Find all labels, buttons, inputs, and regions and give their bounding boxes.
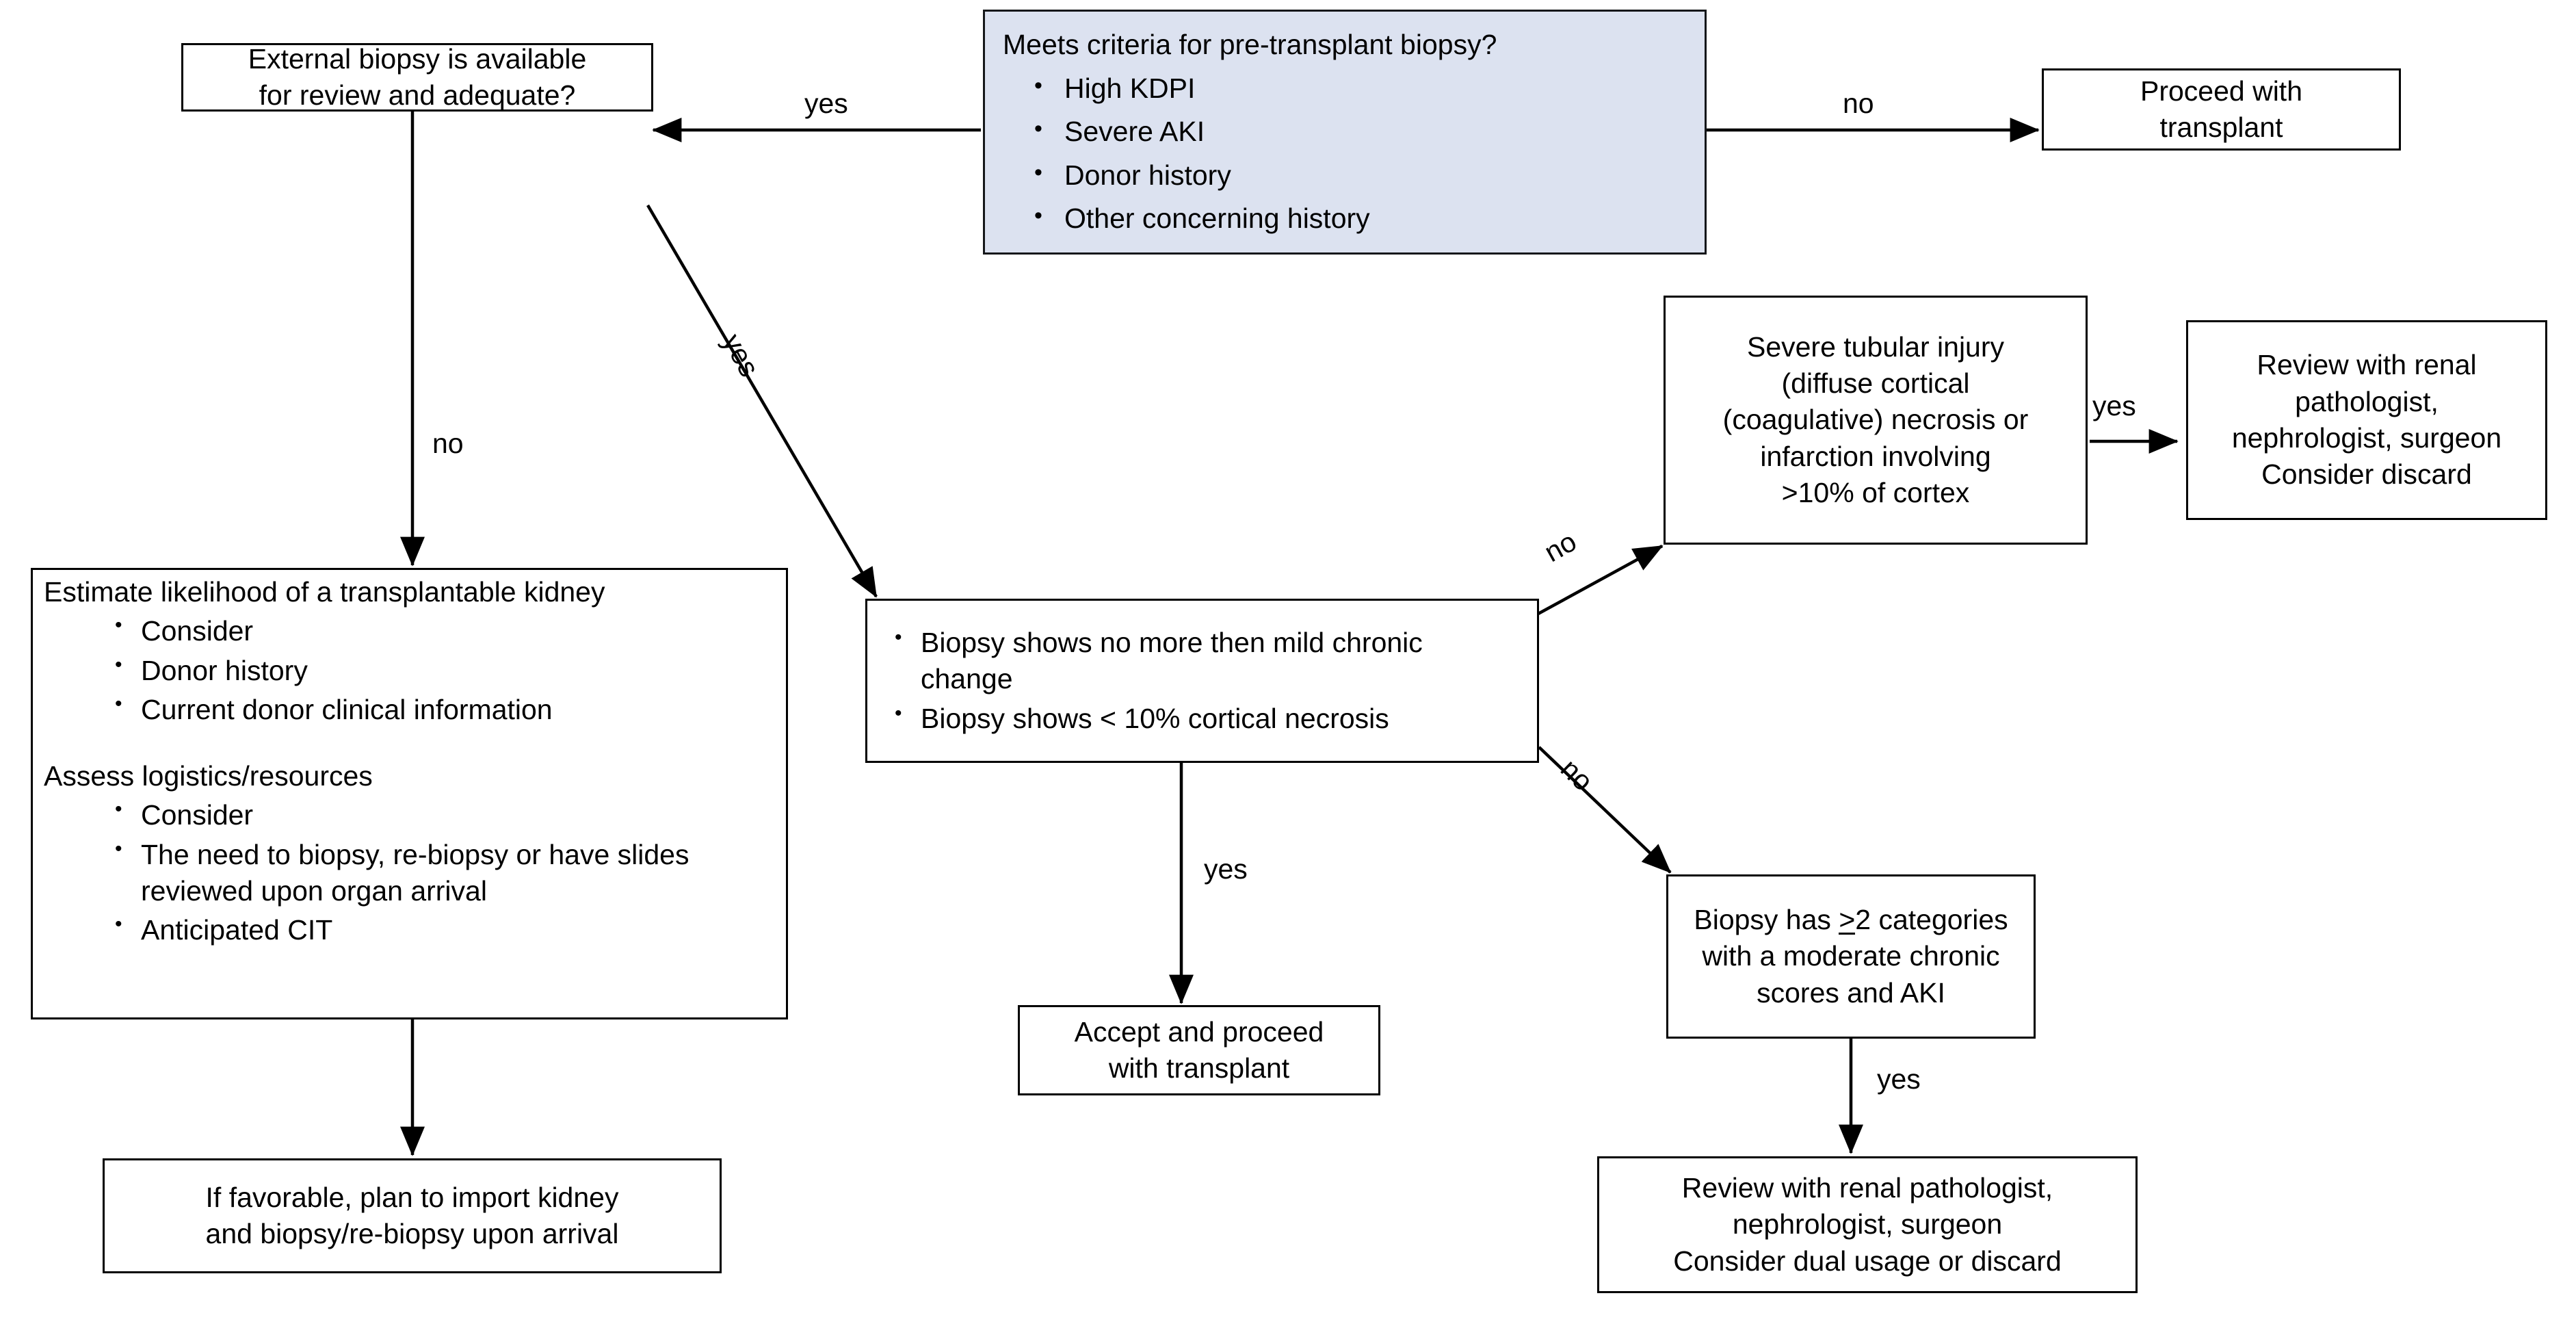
estimate-bullets-2: Consider The need to biopsy, re-biopsy o… <box>33 796 786 950</box>
criteria-bullet-item: Other concerning history <box>985 197 1370 240</box>
criteria-title: Meets criteria for pre-transplant biopsy… <box>1003 28 1497 60</box>
accept-line1: Accept and proceed <box>1074 1015 1324 1048</box>
proceed-line1: Proceed with <box>2140 75 2302 107</box>
edge-label-findings-no-up: no <box>1539 525 1582 569</box>
edge-label-categories-yes: yes <box>1877 1063 1921 1095</box>
node-import-kidney[interactable]: If favorable, plan to import kidney and … <box>103 1158 722 1273</box>
edge-label-criteria-yes: yes <box>804 88 848 119</box>
node-review-consider-discard[interactable]: Review with renal pathologist, nephrolog… <box>2186 320 2547 520</box>
review-discard-line1: Review with renal <box>2257 349 2477 381</box>
criteria-bullet-item: Severe AKI <box>985 110 1370 153</box>
review-dual-line2: nephrologist, surgeon <box>1732 1208 2003 1240</box>
edge-label-findings-no-down: no <box>1555 753 1599 797</box>
categories-line1: Biopsy has >2 categories <box>1681 902 2021 938</box>
node-two-or-more-categories[interactable]: Biopsy has >2 categories with a moderate… <box>1666 874 2036 1039</box>
review-dual-line1: Review with renal pathologist, <box>1681 1172 2053 1204</box>
edge-findings-no-down <box>1538 746 1672 874</box>
node-accept-and-proceed[interactable]: Accept and proceed with transplant <box>1018 1005 1380 1095</box>
edge-label-external-no: no <box>432 428 464 459</box>
edge-external-yes <box>646 204 878 598</box>
review-discard-line4: Consider discard <box>2261 458 2472 491</box>
edge-label-criteria-no: no <box>1843 88 1874 119</box>
estimate-bullet-item: Consider <box>33 796 786 835</box>
categories-line2: with a moderate chronic <box>1702 940 2000 972</box>
node-review-dual-usage[interactable]: Review with renal pathologist, nephrolog… <box>1597 1156 2138 1293</box>
node-external-biopsy[interactable]: External biopsy is available for review … <box>181 43 653 112</box>
import-line1: If favorable, plan to import kidney <box>205 1181 619 1213</box>
criteria-bullet-item: Donor history <box>985 154 1370 197</box>
node-meets-criteria[interactable]: Meets criteria for pre-transplant biopsy… <box>983 10 1707 255</box>
review-dual-line3: Consider dual usage or discard <box>1673 1245 2062 1277</box>
node-proceed-with-transplant[interactable]: Proceed with transplant <box>2042 68 2401 151</box>
categories-line1-pre: Biopsy has <box>1694 904 1839 936</box>
estimate-bullet-item: The need to biopsy, re-biopsy or have sl… <box>33 835 786 911</box>
criteria-bullet-item: High KDPI <box>985 67 1370 110</box>
estimate-bullets-1: Consider Donor history Current donor cli… <box>33 612 786 729</box>
review-discard-line2: pathologist, <box>2295 385 2439 417</box>
proceed-line2: transplant <box>2159 112 2283 143</box>
severe-line1: Severe tubular injury <box>1746 330 2005 363</box>
edge-label-severe-yes: yes <box>2092 390 2136 421</box>
severe-line5: >10% of cortex <box>1781 476 1970 508</box>
accept-line2: with transplant <box>1108 1052 1290 1084</box>
estimate-bullet-item: Consider <box>33 612 786 651</box>
estimate-bullet-item: Current donor clinical information <box>33 690 786 729</box>
estimate-bullet-item: Anticipated CIT <box>33 911 786 950</box>
greater-or-equal-icon: > <box>1839 904 1856 936</box>
external-biopsy-line1: External biopsy is available <box>248 42 587 75</box>
severe-line4: infarction involving <box>1760 440 1991 472</box>
severe-line2: (diffuse cortical <box>1781 367 1970 400</box>
node-biopsy-findings[interactable]: Biopsy shows no more then mild chronic c… <box>865 599 1539 763</box>
import-line2: and biopsy/re-biopsy upon arrival <box>205 1218 619 1249</box>
node-severe-tubular-injury[interactable]: Severe tubular injury (diffuse cortical … <box>1664 296 2088 545</box>
edge-label-external-yes: yes <box>716 328 765 382</box>
estimate-heading-2: Assess logistics/resources <box>44 760 373 792</box>
estimate-bullet-item: Donor history <box>33 651 786 690</box>
findings-bullet-list: Biopsy shows no more then mild chronic c… <box>867 623 1537 738</box>
node-estimate-likelihood[interactable]: Estimate likelihood of a transplantable … <box>31 568 788 1019</box>
external-biopsy-line2: for review and adequate? <box>259 79 576 111</box>
categories-line1-post: 2 categories <box>1855 904 2008 936</box>
estimate-heading-1: Estimate likelihood of a transplantable … <box>44 576 605 608</box>
review-discard-line3: nephrologist, surgeon <box>2231 422 2502 454</box>
severe-line3: (coagulative) necrosis or <box>1722 404 2029 436</box>
edge-label-findings-yes: yes <box>1204 853 1248 885</box>
criteria-bullet-list: High KDPI Severe AKI Donor history Other… <box>985 67 1370 244</box>
categories-line3: scores and AKI <box>1757 976 1945 1009</box>
findings-bullet-item: Biopsy shows < 10% cortical necrosis <box>867 699 1537 738</box>
findings-bullet-item: Biopsy shows no more then mild chronic c… <box>867 623 1537 699</box>
